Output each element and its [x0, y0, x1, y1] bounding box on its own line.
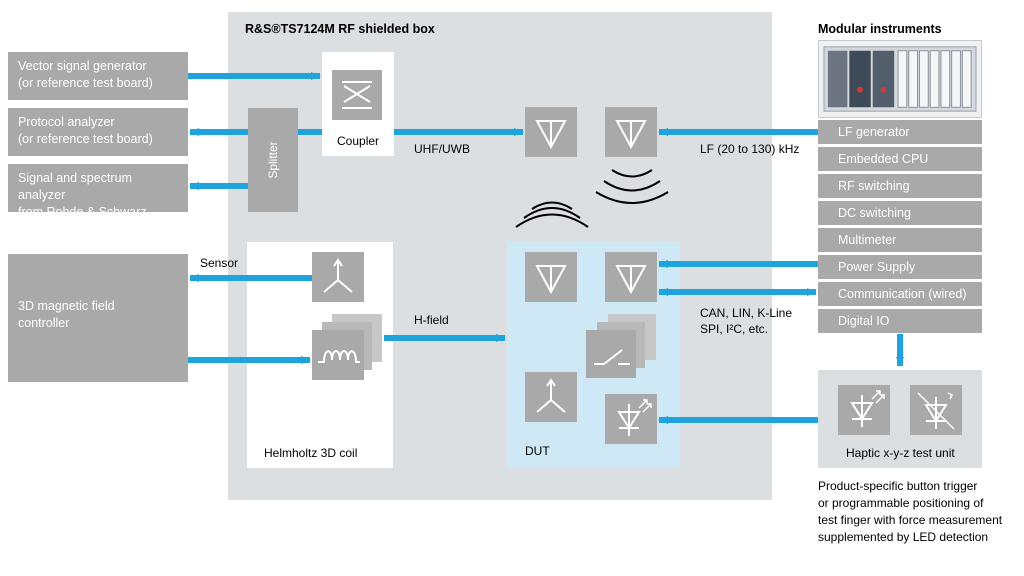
instrument-item: Communication (wired): [818, 282, 982, 306]
dut-axes-box: [525, 372, 577, 422]
led-icon: [850, 390, 885, 427]
uhf-uwb-label: UHF/UWB: [414, 142, 470, 156]
signal-line-1: Signal and spectrum analyzer: [18, 171, 132, 202]
magnetic-field-controller-box: 3D magnetic field controller: [8, 254, 188, 382]
dut-label: DUT: [525, 444, 550, 458]
instrument-item: DC switching: [818, 201, 982, 225]
vsg-line-1: Vector signal generator: [18, 59, 147, 73]
signal-line-2: from Rohde & Schwarz: [18, 205, 147, 219]
signal-analyzer-box: Signal and spectrum analyzer from Rohde …: [8, 164, 188, 219]
magnetic-line-1: 3D magnetic field: [18, 299, 115, 313]
coil-icon: [318, 350, 360, 363]
shielded-box-title: R&S®TS7124M RF shielded box: [245, 22, 435, 36]
vector-signal-generator-box: Vector signal generator (or reference te…: [8, 52, 188, 100]
coupler-icon-box: [332, 70, 382, 120]
caption-line-1: Product-specific button trigger: [818, 479, 978, 493]
instrument-item: Embedded CPU: [818, 147, 982, 171]
sensor-box: [312, 252, 364, 302]
antenna-icon: [615, 265, 647, 295]
splitter-box: [248, 108, 298, 212]
instrument-item: Digital IO: [818, 309, 982, 333]
instrument-rack-image: [818, 40, 982, 118]
lf-label: LF (20 to 130) kHz: [700, 142, 800, 156]
photo-detector-icon: [917, 392, 955, 430]
haptic-led-box: [838, 385, 890, 435]
h-field-label: H-field: [414, 313, 449, 327]
protocol-line-2: (or reference test board): [18, 132, 153, 146]
instrument-item: Power Supply: [818, 255, 982, 279]
helmholtz-label: Helmholtz 3D coil: [264, 446, 358, 460]
led-icon: [617, 399, 652, 436]
coupler-icon: [342, 81, 372, 109]
switch-icon: [594, 349, 630, 365]
protocol-line-1: Protocol analyzer: [18, 115, 115, 129]
axes-icon: [536, 378, 566, 413]
caption-line-4: supplemented by LED detection: [818, 530, 989, 544]
haptic-detector-box: [910, 385, 962, 435]
vsg-line-2: (or reference test board): [18, 76, 153, 90]
haptic-caption: Product-specific button trigger or progr…: [818, 478, 1002, 546]
coil-box: [312, 330, 364, 380]
instrument-item: RF switching: [818, 174, 982, 198]
dut-antenna-right-box: [605, 252, 657, 302]
bus-label-line-2: SPI, I²C, etc.: [700, 322, 769, 336]
dut-led-box: [605, 394, 657, 444]
antenna-icon: [615, 120, 647, 150]
modular-title: Modular instruments: [818, 22, 942, 36]
uhf-antenna-box: [525, 107, 577, 157]
axes-icon: [323, 258, 353, 293]
wireless-waves: [515, 169, 669, 228]
instrument-item: Multimeter: [818, 228, 982, 252]
switch-box: [586, 330, 636, 378]
antenna-icon: [535, 265, 567, 295]
haptic-label: Haptic x-y-z test unit: [846, 446, 955, 460]
antenna-icon: [535, 120, 567, 150]
protocol-analyzer-box: Protocol analyzer (or reference test boa…: [8, 108, 188, 156]
dut-antenna-left-box: [525, 252, 577, 302]
rack-icon: [823, 46, 977, 112]
lf-antenna-box: [605, 107, 657, 157]
magnetic-line-2: controller: [18, 316, 70, 330]
caption-line-3: test finger with force measurement: [818, 513, 1003, 527]
sensor-label: Sensor: [200, 256, 239, 270]
bus-label-line-1: CAN, LIN, K-Line: [700, 306, 793, 320]
caption-line-2: or programmable positioning of: [818, 496, 984, 510]
instrument-item: LF generator: [818, 120, 982, 144]
coupler-label: Coupler: [337, 134, 380, 148]
